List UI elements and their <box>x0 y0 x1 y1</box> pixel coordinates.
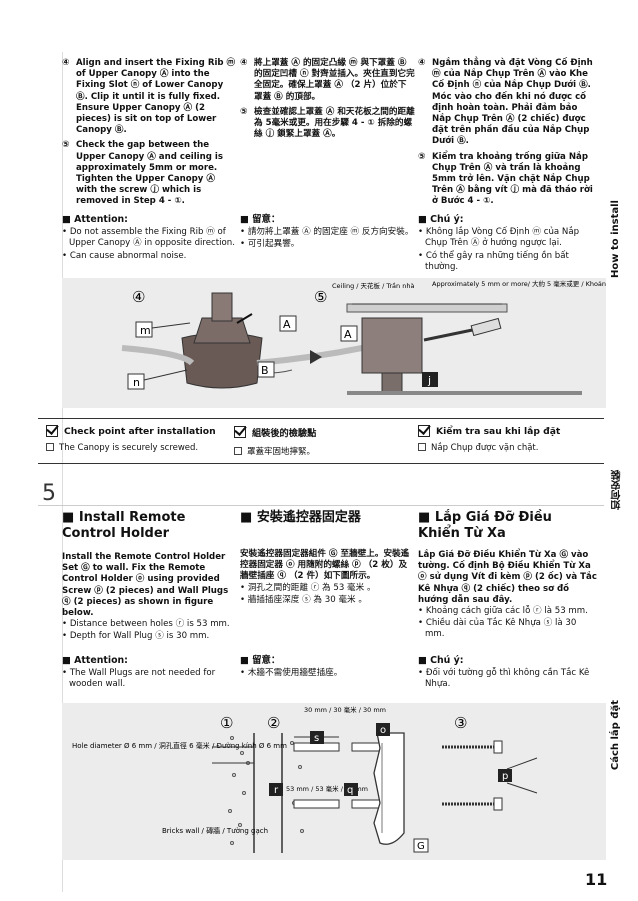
attention-vi-4: ■ Chú ý: • Không lắp Vòng Cố Định ⓜ của … <box>418 214 580 272</box>
section5-en: ■ Install Remote Control Holder Install … <box>62 510 230 642</box>
section-number: 5 <box>42 481 56 506</box>
checkbox-icon <box>46 425 58 437</box>
section5-vi: ■ Lắp Giá Đỡ Điều Khiển Từ Xa Lắp Giá Đỡ… <box>418 510 597 640</box>
label-n: n <box>127 373 145 390</box>
distance-label: 53 mm / 53 毫米 / 53 mm <box>286 784 368 793</box>
label-G: G <box>413 838 429 853</box>
screws <box>442 740 538 811</box>
svg-text:r: r <box>274 785 279 796</box>
figure-panel-4: ④ m n A B ⑤ Ceiling / 天花板 / Trần nhà App… <box>62 278 638 408</box>
label-m: m <box>135 321 153 338</box>
checkpoint-zh: 組裝後的檢驗點 罩蓋牢固地擰緊。 <box>234 425 409 457</box>
attention-vi-5: ■ Chú ý: • Đối với tường gỗ thì không cầ… <box>418 655 590 690</box>
square-icon <box>234 447 242 455</box>
sidebar-vi: Cách lắp đặt <box>610 700 621 771</box>
attention-en-5: ■ Attention: • The Wall Plugs are not ne… <box>62 655 216 690</box>
page-number: 11 <box>585 870 608 889</box>
margin-rule <box>62 52 63 892</box>
fig-step4-num: ④ <box>132 288 145 306</box>
remote-holder-illustration: ① ② ③ Hole diameter Ø 6 mm / 洞孔直徑 6 毫米 /… <box>72 705 538 853</box>
label-A-4: A <box>279 315 297 332</box>
brick-wall <box>228 733 304 853</box>
svg-text:m: m <box>140 324 151 337</box>
svg-text:A: A <box>283 318 291 331</box>
checkpoint-vi: Kiểm tra sau khi lắp đặt Nắp Chụp được v… <box>418 425 598 453</box>
svg-text:q: q <box>347 785 353 796</box>
fig-num-1: ① <box>220 714 233 732</box>
step4-text-vi: Ngắm thẳng và đặt Vòng Cố Định ⓜ của Nắp… <box>432 58 593 147</box>
label-q: q <box>344 783 358 796</box>
sidebar-en: How to install <box>610 200 621 278</box>
label-B: B <box>257 361 275 378</box>
fig-step5-num: ⑤ <box>314 288 327 306</box>
remote-holder <box>373 732 405 845</box>
next-arrow <box>310 350 322 364</box>
sidebar-zh: 如何安裝 <box>612 470 623 510</box>
canopy-drawing-5 <box>346 303 582 395</box>
figure-panel-5: ① ② ③ Hole diameter Ø 6 mm / 洞孔直徑 6 毫米 /… <box>62 703 606 860</box>
checkbox-icon <box>234 426 246 438</box>
square-icon <box>46 443 54 451</box>
svg-text:n: n <box>133 376 140 389</box>
svg-text:s: s <box>314 733 319 744</box>
svg-text:G: G <box>417 841 425 852</box>
svg-text:p: p <box>502 771 508 782</box>
fig-num-3: ③ <box>454 714 467 732</box>
checkbox-icon <box>418 425 430 437</box>
step5-text-en: Check the gap between the Upper Canopy Ⓐ… <box>76 140 223 207</box>
gap-label: Approximately 5 mm or more/ 大約 5 毫米或更 / … <box>432 279 606 288</box>
canopy-illustration: ④ m n A B ⑤ Ceiling / 天花板 / Trần nhà App… <box>121 279 638 395</box>
label-j: j <box>422 372 438 387</box>
hole-label: Hole diameter Ø 6 mm / 洞孔直徑 6 毫米 / Đường… <box>72 741 287 750</box>
svg-text:j: j <box>427 374 431 387</box>
wall-label: Bricks wall / 磚牆 / Tường gạch <box>162 826 268 835</box>
svg-text:o: o <box>380 725 386 736</box>
section5-rule <box>38 505 604 506</box>
attention-en-4: ■ Attention: • Do not assemble the Fixin… <box>62 214 235 261</box>
square-icon <box>418 443 426 451</box>
step4-text-zh: 將上罩蓋 Ⓐ 的固定凸緣 ⓜ 與下罩蓋 Ⓑ 的固定凹槽 ⓝ 對齊並插入。夾住直到… <box>254 58 415 102</box>
ceiling-label: Ceiling / 天花板 / Trần nhà <box>332 281 414 290</box>
svg-text:B: B <box>261 364 269 377</box>
label-o: o <box>376 723 390 736</box>
attention-zh-4: ■ 留意： • 請勿將上罩蓋 Ⓐ 的固定座 ⓜ 反方向安裝。 • 可引起異響。 <box>240 214 414 250</box>
step4-text-en: Align and insert the Fixing Rib ⓜ of Upp… <box>76 58 236 136</box>
label-r: r <box>269 783 283 796</box>
sidebar-tab-en <box>604 190 634 270</box>
step5-text-vi: Kiểm tra khoảng trống giữa Nắp Chụp Trên… <box>432 151 593 207</box>
canopy-drawing-4 <box>121 292 363 389</box>
section5-zh: ■ 安裝遙控器固定器 安裝遙控器固定器組件 Ⓖ 至牆壁上。安裝遙控器固定器 ⓞ … <box>240 510 410 605</box>
label-A-5: A <box>340 325 358 342</box>
checkpoint-en: Check point after installation The Canop… <box>46 425 231 453</box>
label-s: s <box>310 731 324 744</box>
attention-zh-5: ■ 留意： • 木牆不需使用牆壁插座。 <box>240 655 343 679</box>
step5-text-zh: 檢查並確認上罩蓋 Ⓐ 和天花板之間的距離為 5毫米或更。用在步驟 4 - ① 拆… <box>254 106 415 140</box>
label-p: p <box>498 769 512 782</box>
svg-text:A: A <box>344 328 352 341</box>
wall-plugs <box>293 736 398 809</box>
checkpoint-row: Check point after installation The Canop… <box>38 418 604 464</box>
depth-label: 30 mm / 30 毫米 / 30 mm <box>304 705 386 714</box>
fig-num-2: ② <box>267 714 280 732</box>
